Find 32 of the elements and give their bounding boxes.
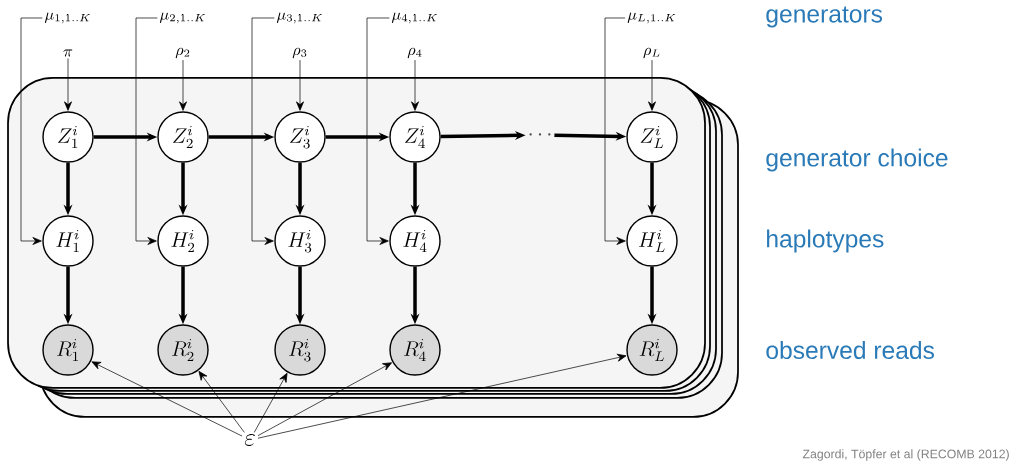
formula-label: $\rho_{2}$ <box>175 47 190 59</box>
source-note: Zagordi, Töpfer et al (RECOMB 2012) <box>802 449 1009 461</box>
formula-label: $\mu_{1,1..K}$ <box>44 12 90 24</box>
arrow <box>91 361 243 437</box>
row-label: generator choice <box>766 148 948 172</box>
formula-label: $\pi$ <box>63 49 73 57</box>
arrow <box>604 17 626 245</box>
formula-label: $\varepsilon$ <box>244 434 255 446</box>
formula-label: $\mu_{2,1..K}$ <box>159 12 205 24</box>
arrow <box>257 362 392 437</box>
row-label: observed reads <box>766 340 934 360</box>
formula-label: $\mu_{4,1..K}$ <box>391 12 437 24</box>
formula-label: $\mu_{3,1..K}$ <box>276 12 322 24</box>
arrow <box>135 17 158 245</box>
arrow <box>179 59 187 111</box>
ellipsis-label: $\cdots$ <box>529 133 551 136</box>
arrow <box>20 17 43 245</box>
arrow <box>251 17 275 245</box>
row-label: haplotypes <box>767 229 884 253</box>
formula-label: $\rho_{4}$ <box>407 47 422 59</box>
arrow <box>64 58 72 111</box>
formula-label: $\mu_{L,1..K}$ <box>627 12 676 24</box>
arrow <box>648 59 656 111</box>
arrow <box>411 59 419 111</box>
formula-label: $\rho_{3}$ <box>292 47 307 59</box>
arrow <box>296 59 304 111</box>
row-label: generators <box>766 6 883 28</box>
arrow <box>253 372 288 433</box>
arrow <box>257 353 627 439</box>
formula-label: $\rho_{L}$ <box>643 47 660 59</box>
arrow <box>366 17 390 245</box>
arrow <box>198 371 245 433</box>
